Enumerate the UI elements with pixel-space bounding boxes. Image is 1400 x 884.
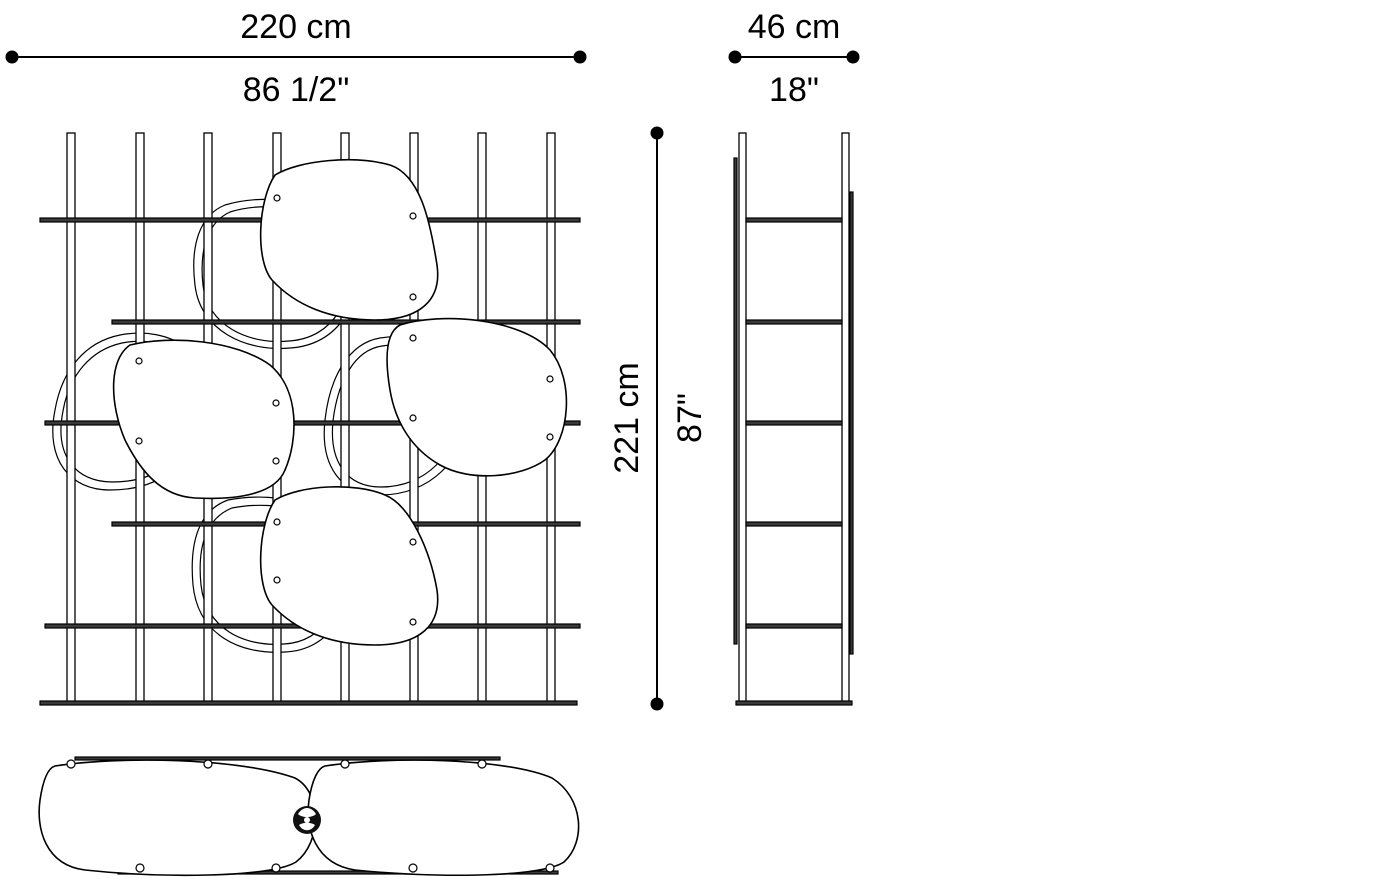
stone-panel-bottom: [259, 486, 439, 646]
height-dimension-endpoint-top: [650, 126, 664, 140]
side-post-left: [738, 132, 747, 705]
stone-panel-right: [386, 317, 568, 477]
side-post-right: [841, 132, 850, 705]
width-cm-label: 220 cm: [240, 8, 352, 46]
depth-dimension-endpoint-right: [846, 50, 860, 64]
front-base-shelf: [39, 700, 578, 706]
depth-cm-label: 46 cm: [748, 8, 841, 46]
front-shelf: [44, 420, 581, 426]
front-stones: [112, 159, 568, 646]
side-shelf: [745, 217, 843, 223]
width-dimension-endpoint-left: [5, 50, 19, 64]
front-view: [39, 132, 581, 706]
brand-logo-icon: [293, 806, 321, 834]
side-base: [735, 700, 853, 706]
depth-dimension-endpoint-left: [728, 50, 742, 64]
side-shelf: [745, 319, 843, 325]
height-dimension: 221 cm 87": [608, 126, 709, 711]
height-dimension-endpoint-bottom: [650, 697, 664, 711]
top-rail-back: [74, 756, 501, 761]
side-shelf: [745, 420, 843, 426]
side-panel-right: [849, 191, 854, 655]
depth-inch-label: 18": [769, 71, 819, 109]
top-stones: [38, 759, 580, 877]
width-inch-label: 86 1/2": [243, 71, 350, 109]
height-inch-label: 87": [671, 393, 709, 443]
side-shelf: [745, 521, 843, 527]
stone-panel-left: [112, 339, 295, 500]
height-cm-label: 221 cm: [608, 362, 646, 474]
stone-panel-top: [259, 159, 439, 321]
width-dimension: 220 cm 86 1/2": [5, 8, 587, 109]
side-panel-left: [733, 157, 738, 645]
top-view: [38, 756, 580, 877]
top-post-markers: [66, 759, 555, 873]
side-shelf: [745, 623, 843, 629]
side-shelves: [745, 217, 843, 629]
depth-dimension: 46 cm 18": [728, 8, 860, 109]
front-shelf: [111, 319, 581, 325]
width-dimension-endpoint-right: [573, 50, 587, 64]
side-view: [733, 132, 854, 706]
